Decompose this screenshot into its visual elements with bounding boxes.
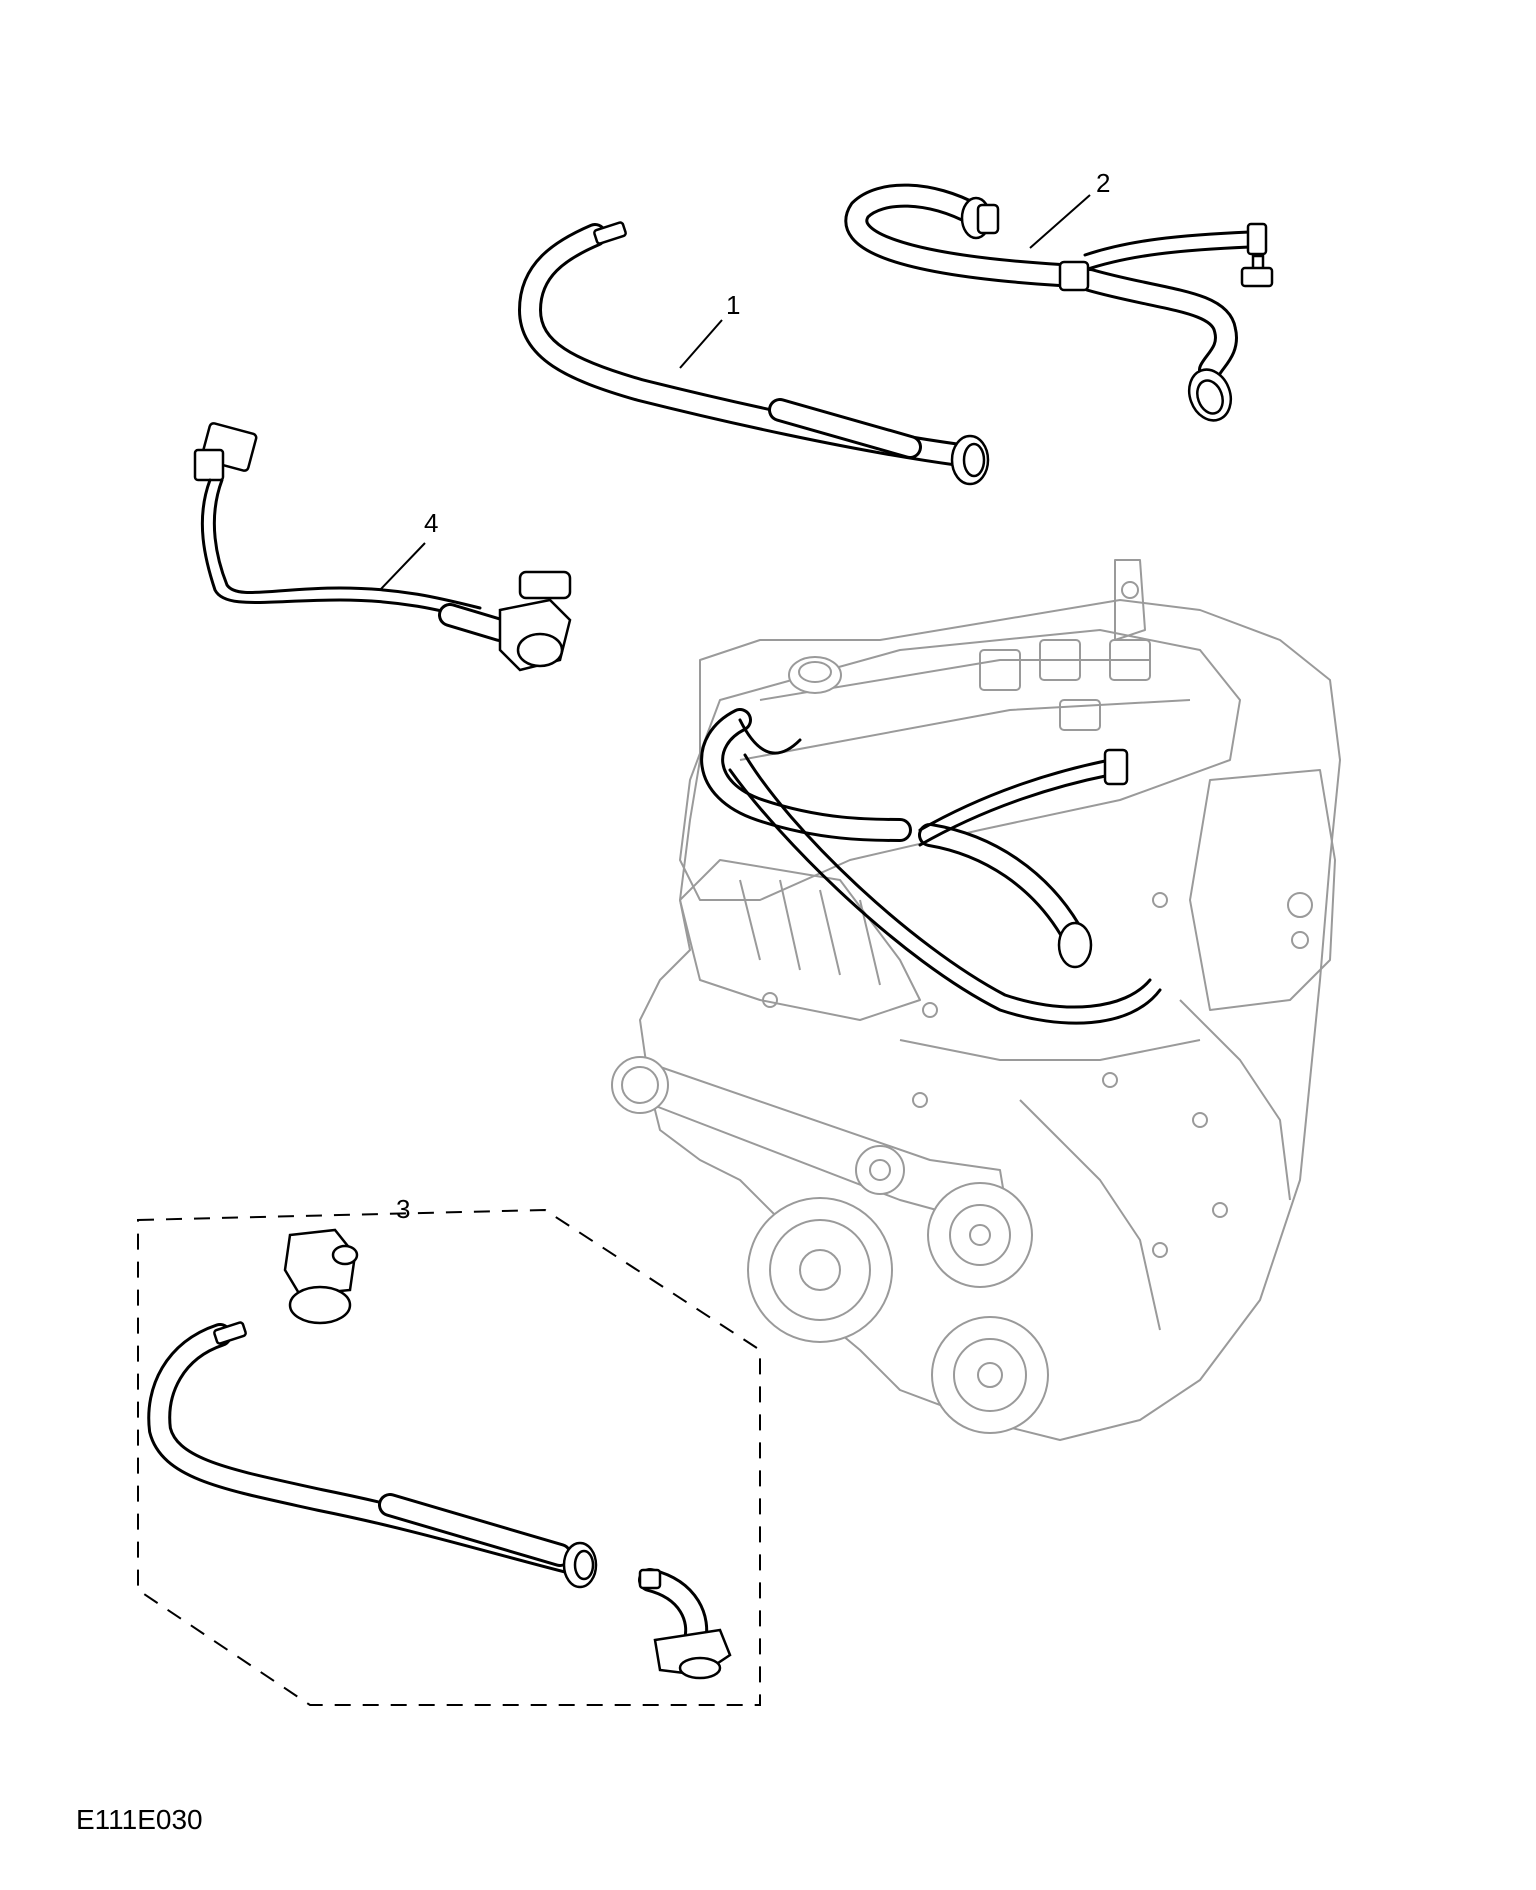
part-3-kit xyxy=(137,1208,761,1706)
callout-1: 1 xyxy=(726,290,740,320)
part-4-sensor-harness xyxy=(193,422,572,672)
part-1-hose xyxy=(518,221,990,486)
callout-labels: 1 2 3 4 xyxy=(396,168,1110,1224)
callout-4: 4 xyxy=(424,508,438,538)
engine-assembly xyxy=(611,559,1341,1441)
part-2-hose-assembly xyxy=(844,183,1274,422)
illustration-code: E111E030 xyxy=(76,1804,203,1835)
installed-breather-hoses xyxy=(700,708,1162,1025)
callout-2: 2 xyxy=(1096,168,1110,198)
callout-3: 3 xyxy=(396,1194,410,1224)
